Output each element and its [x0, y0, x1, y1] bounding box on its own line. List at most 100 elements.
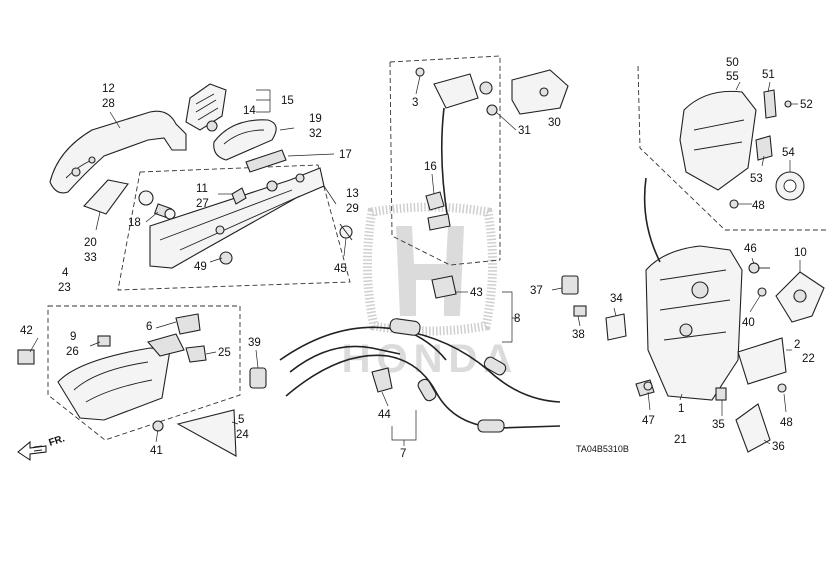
- inner-handle-bracket-6: [175, 313, 201, 335]
- clip-38: [573, 305, 587, 317]
- front-direction-arrow: FR.: [17, 433, 67, 461]
- bracket-43: [431, 275, 457, 299]
- washer-54: [775, 171, 805, 201]
- door-lock-actuator: [635, 177, 743, 401]
- key-cylinder-rod-assembly: [415, 67, 498, 231]
- callout-42: 42: [20, 325, 33, 337]
- callout-33: 33: [84, 252, 97, 264]
- callout-6: 6: [146, 321, 152, 333]
- callout-7: 7: [400, 448, 406, 460]
- callout-36: 36: [772, 441, 785, 453]
- callout-4: 4: [62, 267, 69, 279]
- callout-13: 13: [346, 188, 359, 200]
- inner-handle-screw-41: [152, 420, 164, 432]
- callout-47: 47: [642, 415, 655, 427]
- callout-30: 30: [548, 117, 561, 129]
- handle-base-gasket: [185, 83, 227, 132]
- callout-16: 16: [424, 161, 437, 173]
- screw-46: [748, 262, 770, 274]
- inner-handle-clip-42: [17, 349, 35, 365]
- clip-35: [715, 387, 727, 401]
- clip-37: [561, 275, 579, 295]
- callout-45: 45: [334, 263, 347, 275]
- handle-nut: [219, 251, 233, 265]
- callout-50: 50: [726, 57, 739, 69]
- callout-9: 9: [70, 331, 76, 343]
- handle-clip: [231, 187, 247, 205]
- group-outlines: [47, 55, 828, 441]
- trim-36: [735, 403, 771, 453]
- handle-bracket: [245, 149, 287, 173]
- striker-10: [775, 271, 825, 323]
- clip-51-52: [763, 89, 792, 119]
- screw-40: [757, 287, 767, 297]
- cover-2-22: [737, 337, 787, 385]
- callout-35: 35: [712, 419, 725, 431]
- callout-26: 26: [66, 346, 79, 358]
- callout-17: 17: [339, 149, 352, 161]
- callout-41: 41: [150, 445, 163, 457]
- callout-15: 15: [281, 95, 294, 107]
- honda-wordmark: HONDA: [342, 337, 519, 381]
- callout-52: 52: [800, 99, 813, 111]
- callout-20: 20: [84, 237, 97, 249]
- callout-24: 24: [236, 429, 249, 441]
- callout-1: 1: [678, 403, 684, 415]
- callout-31: 31: [518, 125, 531, 137]
- callout-29: 29: [346, 203, 359, 215]
- screw-47: [643, 381, 653, 391]
- callout-34: 34: [610, 293, 623, 305]
- callout-51: 51: [762, 69, 775, 81]
- callout-3: 3: [412, 97, 418, 109]
- leader-lines: [29, 75, 801, 446]
- screw-48-bottom: [777, 383, 787, 393]
- key-cylinder-bolt: [138, 190, 176, 220]
- cover-5-24: [176, 409, 237, 457]
- handle-base-assembly: [149, 167, 325, 269]
- door-cables: [279, 318, 561, 433]
- callout-labels: 12 28 14 15 19 32 17 11 27 13 29 18 20 3…: [20, 57, 815, 460]
- callout-5: 5: [238, 414, 244, 426]
- callout-55: 55: [726, 71, 739, 83]
- inner-handle-clip-25: [185, 345, 207, 363]
- honda-watermark: HONDA: [342, 202, 519, 381]
- callout-28: 28: [102, 98, 115, 110]
- callout-25: 25: [218, 347, 231, 359]
- callout-12: 12: [102, 83, 115, 95]
- diagram-code: TA04B5310B: [576, 444, 629, 454]
- actuator-cover: [679, 90, 757, 191]
- clip-39: [249, 367, 267, 389]
- callout-27: 27: [196, 198, 209, 210]
- callout-40: 40: [742, 317, 755, 329]
- callout-49: 49: [194, 261, 207, 273]
- callout-48-bottom: 48: [780, 417, 793, 429]
- handle-cover-trim: [213, 119, 277, 161]
- front-direction-label: FR.: [48, 433, 67, 449]
- callout-53: 53: [750, 173, 763, 185]
- callout-43: 43: [470, 287, 483, 299]
- callout-8: 8: [514, 313, 520, 325]
- handle-pad: [83, 179, 129, 215]
- callout-21: 21: [674, 434, 687, 446]
- callout-14: 14: [243, 105, 256, 117]
- callout-23: 23: [58, 282, 71, 294]
- callout-22: 22: [802, 353, 815, 365]
- callout-48-top: 48: [752, 200, 765, 212]
- callout-37: 37: [530, 285, 543, 297]
- screw-48-top: [729, 199, 739, 209]
- callout-2: 2: [794, 339, 800, 351]
- clip-53: [755, 135, 773, 161]
- handle-bolt: [339, 223, 353, 241]
- callout-46: 46: [744, 243, 757, 255]
- callout-38: 38: [572, 329, 585, 341]
- callout-32: 32: [309, 128, 322, 140]
- callout-11: 11: [196, 183, 208, 195]
- bracket-34: [605, 313, 627, 341]
- callout-18: 18: [128, 217, 141, 229]
- inner-handle-clip-9-26: [97, 335, 111, 347]
- outer-door-handle: [49, 110, 187, 194]
- callout-39: 39: [248, 337, 261, 349]
- cylinder-cover-30: [511, 69, 569, 115]
- inner-door-handle: [57, 333, 185, 421]
